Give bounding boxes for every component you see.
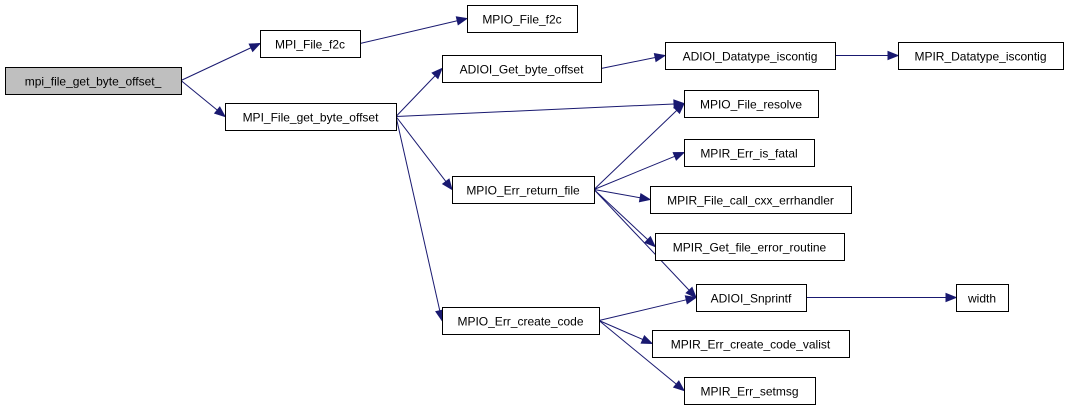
node-mpir-err-setmsg[interactable]: MPIR_Err_setmsg [684,377,816,405]
edge-adioi-get-byte-offset-to-adioi-datatype-iscontig [600,52,667,69]
node-label: MPIR_Err_is_fatal [700,147,797,161]
node-label: MPIR_File_call_cxx_errhandler [667,194,834,208]
edge-mpi-file-get-byte-offset-to-adioi-get-byte-offset [395,67,443,117]
node-mpio-err-return-file[interactable]: MPIO_Err_return_file [452,176,595,204]
edge-mpio-err-create-code-to-adioi-snprintf [598,295,698,321]
edge-line [395,116,441,311]
node-label: MPIO_File_f2c [482,13,561,27]
edge-line [180,47,252,81]
edge-line [593,110,678,190]
node-adioi-snprintf[interactable]: ADIOI_Snprintf [696,284,807,312]
edge-arrowhead [455,16,469,26]
node-mpi-file-get-byte-offset-root[interactable]: mpi_file_get_byte_offset_ [5,67,182,95]
edge-line [593,189,641,199]
edge-arrowhead [672,151,686,161]
node-mpir-file-call-cxx-errhandler[interactable]: MPIR_File_call_cxx_errhandler [650,186,852,214]
edge-line [598,320,677,385]
node-adioi-datatype-iscontig[interactable]: ADIOI_Datatype_iscontig [665,42,836,70]
node-label: MPIO_Err_create_code [457,315,583,329]
node-label: MPIR_Err_create_code_valist [671,338,831,352]
edge-mpi-file-get-byte-offset-to-mpio-file-resolve [395,99,686,117]
node-mpio-file-resolve[interactable]: MPIO_File_resolve [684,90,819,118]
edge-arrowhead [887,50,900,61]
edge-arrowhead [945,292,958,303]
node-adioi-get-byte-offset[interactable]: ADIOI_Get_byte_offset [442,55,602,83]
node-label: MPI_File_f2c [275,38,345,52]
edge-mpio-err-return-file-to-mpio-file-resolve [593,102,685,190]
edge-adioi-datatype-iscontig-to-mpir-datatype-iscontig [835,50,900,61]
edge-arrowhead [638,192,652,203]
node-label: mpi_file_get_byte_offset_ [25,75,162,89]
edge-mpi-file-get-byte-offset--to-mpi-file-f2c [180,42,262,81]
node-label: MPIR_Datatype_iscontig [914,50,1046,64]
node-mpir-datatype-iscontig[interactable]: MPIR_Datatype_iscontig [898,42,1064,70]
edge-arrowhead [684,295,698,305]
node-mpir-get-file-error-routine[interactable]: MPIR_Get_file_error_routine [655,233,845,261]
edge-mpi-file-get-byte-offset-to-mpio-err-return-file [395,116,453,191]
node-mpir-err-create-code-valist[interactable]: MPIR_Err_create_code_valist [652,330,850,358]
node-mpi-file-get-byte-offset[interactable]: MPI_File_get_byte_offset [225,103,397,131]
node-label: ADIOI_Snprintf [711,292,792,306]
edge-line [395,116,447,182]
node-label: MPIR_Err_setmsg [700,385,798,399]
node-mpio-file-f2c[interactable]: MPIO_File_f2c [467,5,578,33]
edge-arrowhead [441,178,453,191]
edge-arrowhead [248,42,262,53]
edge-arrowhead [213,106,227,118]
edge-line [359,20,458,44]
nodes-layer: mpi_file_get_byte_offset_ MPI_File_f2c M… [5,5,1064,405]
edge-line [600,57,656,69]
node-label: MPI_File_get_byte_offset [243,111,380,125]
edge-line [395,75,436,117]
edge-arrowhead [673,102,685,115]
edge-line [593,189,649,241]
edge-mpio-err-create-code-to-mpir-err-setmsg [598,320,686,392]
edge-line [593,189,690,291]
edge-arrowhead [653,52,667,63]
edge-line [598,299,687,321]
edge-mpi-file-get-byte-offset--to-mpi-file-get-byte-offset [180,80,227,118]
node-label: ADIOI_Datatype_iscontig [683,50,818,64]
node-label: MPIO_File_resolve [700,98,802,112]
edge-line [395,103,675,117]
edge-arrowhead [685,286,697,299]
edge-arrowhead [640,334,654,345]
edge-arrowhead [431,67,443,80]
node-label: ADIOI_Get_byte_offset [460,63,585,77]
edge-line [180,80,218,111]
edge-mpio-err-return-file-to-adioi-snprintf [593,189,697,299]
edge-arrowhead [644,235,656,248]
edges-layer [180,16,958,392]
edge-mpio-err-return-file-to-mpir-err-is-fatal [593,151,686,190]
node-width[interactable]: width [956,284,1009,312]
edge-adioi-snprintf-to-width [806,292,958,303]
edge-line [593,155,675,190]
node-mpir-err-is-fatal[interactable]: MPIR_Err_is_fatal [684,139,815,167]
node-label: MPIR_Get_file_error_routine [673,241,827,255]
edge-mpio-err-create-code-to-mpir-err-create-code-valist [598,320,654,345]
edge-mpi-file-f2c-to-mpio-file-f2c [359,16,469,44]
edge-arrowhead [672,380,686,392]
node-mpio-err-create-code[interactable]: MPIO_Err_create_code [442,307,600,335]
node-mpi-file-f2c[interactable]: MPI_File_f2c [260,30,361,58]
edge-mpio-err-return-file-to-mpir-file-call-cxx-errhandler [593,189,652,203]
edge-line [598,320,644,340]
node-label: MPIO_Err_return_file [466,184,580,198]
node-label: width [967,292,996,306]
